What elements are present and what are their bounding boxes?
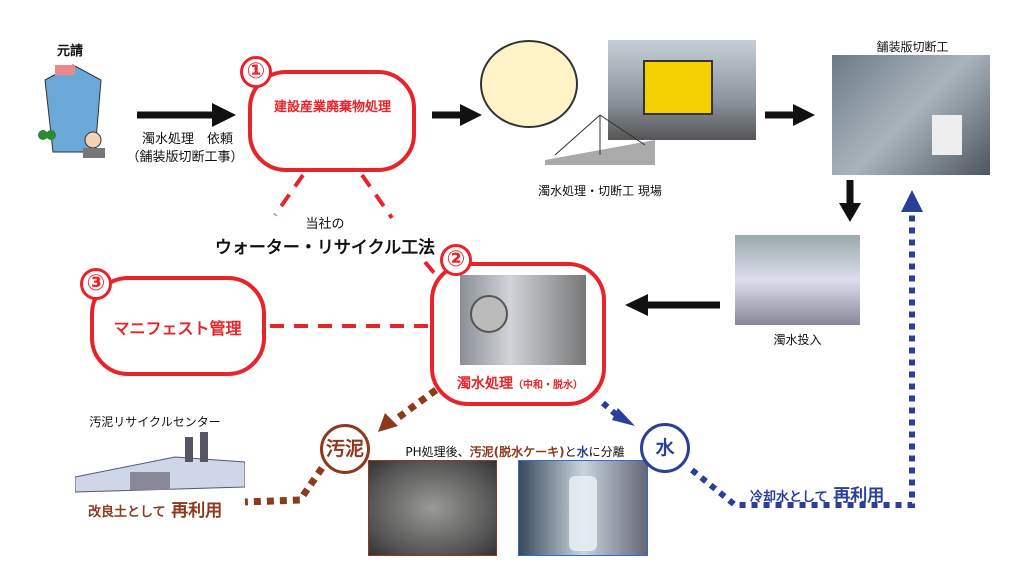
water-flow (601, 190, 923, 508)
company-prefix: 当社の (305, 217, 345, 232)
input-label: 濁水投入 (773, 333, 822, 347)
client-label: 元請 (56, 44, 83, 59)
separation-post: に分離 (588, 445, 625, 459)
water-badge: 水 (640, 423, 690, 473)
water-bottle-photo (518, 460, 648, 556)
step3-number: ③ (80, 268, 112, 300)
separation-water: 水 (576, 445, 589, 459)
request-line2: （舗装版切断工事） (126, 150, 244, 165)
sludge-badge: 汚泥 (320, 424, 370, 474)
step2-machine-photo (460, 275, 586, 365)
sludge-center-label: 汚泥リサイクルセンター (89, 415, 221, 429)
arrow-request (137, 103, 236, 127)
site-truck-photo (608, 40, 756, 140)
water-reuse: 冷却水として 再利用 (750, 481, 884, 506)
cutting-photo (832, 55, 990, 175)
client-building-icon (38, 64, 105, 158)
sludge-reuse-label: 再利用 (171, 501, 223, 521)
site-bubble-illustration (480, 40, 578, 128)
sludge-flow (244, 387, 439, 506)
step1-number: ① (240, 56, 272, 88)
separation-mid: と (564, 445, 577, 459)
sludge-reuse-prefix: 改良土として (88, 505, 166, 520)
arrow-to-cutting (765, 104, 815, 126)
request-line1: 濁水処理 依頼 (141, 132, 233, 147)
water-reuse-label: 再利用 (833, 486, 885, 506)
step1-title: 建設産業廃棄物処理 (273, 100, 391, 115)
cutting-label: 舗装版切断工 (876, 40, 949, 54)
step3-box (90, 276, 266, 376)
step2-number: ② (440, 244, 472, 276)
company-method: ウォーター・リサイクル工法 (214, 238, 436, 258)
sludge-reuse: 改良土として 再利用 (88, 496, 222, 521)
red-dashed-links (270, 173, 442, 328)
bridge-illustration (545, 114, 655, 165)
recycle-center-illustration (75, 432, 245, 493)
step1-box (248, 70, 416, 172)
step2-subtitle: （中和・脱水） (513, 380, 583, 391)
step2-title: 濁水処理 (457, 376, 513, 392)
separation-sludge: 汚泥(脱水ケーキ) (469, 445, 565, 459)
step2-title-group: 濁水処理（中和・脱水） (440, 373, 600, 393)
water-reuse-prefix: 冷却水として (750, 490, 828, 505)
input-photo (735, 235, 860, 325)
arrow-to-step2 (625, 294, 720, 316)
separation-caption: PH処理後、汚泥(脱水ケーキ)と水に分離 (390, 443, 640, 460)
arrow-to-site (432, 104, 482, 126)
separation-pre: PH処理後、 (405, 445, 470, 459)
arrow-down-to-input (839, 180, 861, 222)
step3-title: マニフェスト管理 (113, 319, 242, 338)
sludge-cake-photo (368, 460, 497, 556)
site-caption: 濁水処理・切断工 現場 (538, 184, 662, 198)
